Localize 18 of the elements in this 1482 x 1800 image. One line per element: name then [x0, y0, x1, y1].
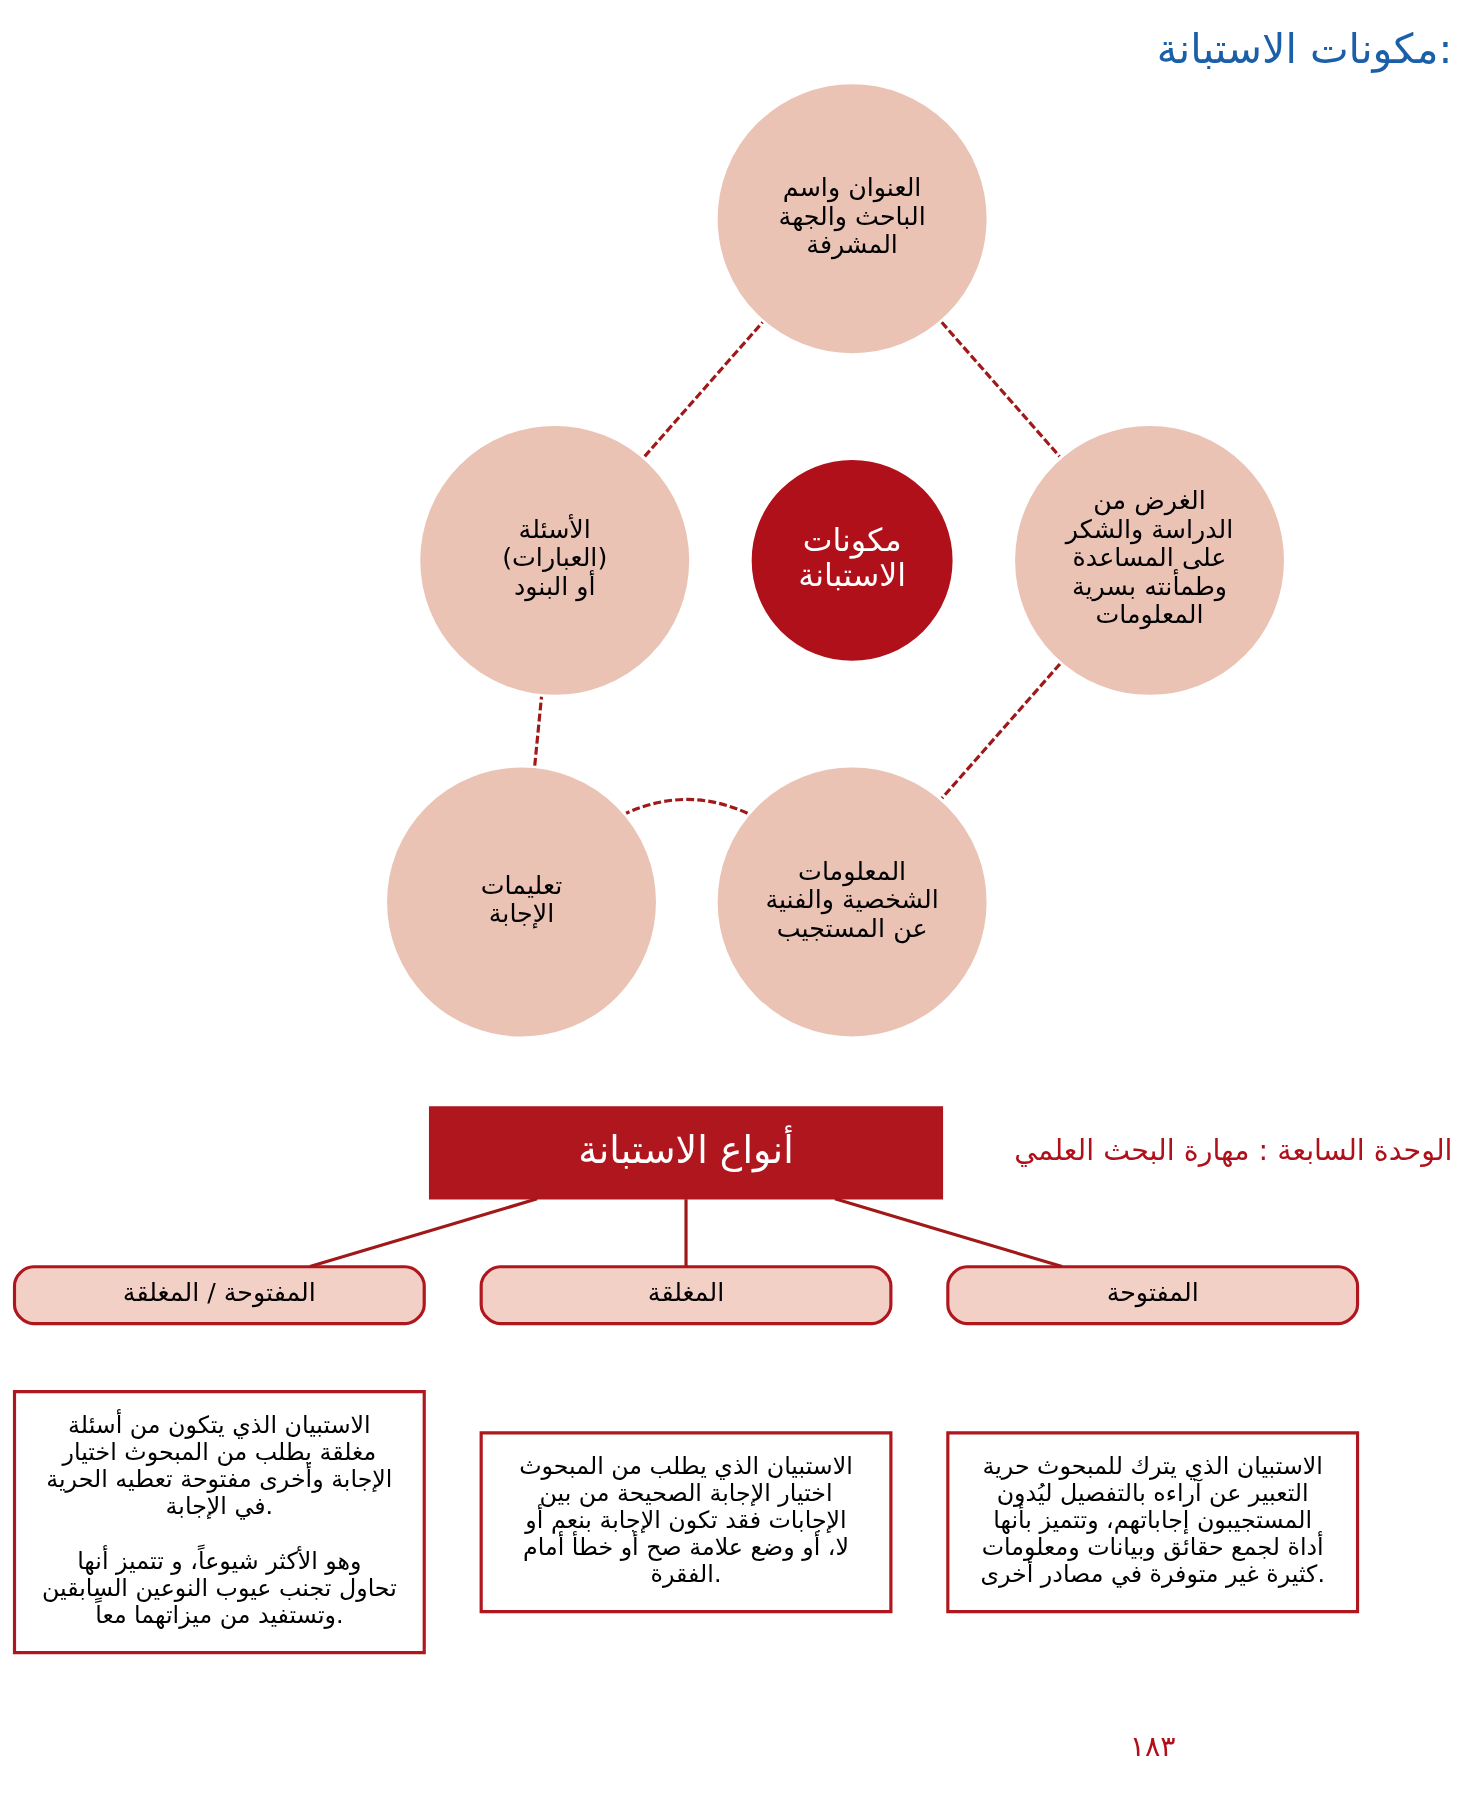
connector — [309, 1196, 538, 1268]
node-box: الاستبيان الذي يتكون من أسئلة مغلقة يطلب من المبحوث اختيار الإجابة وأخرى مفتوحة تعطيه الحرية في الإجابة. وهو الأكثر شيوعاً، و تتميز أنها تحاول تجنب عيوب النوعين السابقين وتستفيد من ميزاتهما معاً. — [12, 1389, 426, 1654]
connector — [940, 662, 1062, 799]
node-box: الاستبيان الذي يطلب من المبحوث اختيار الإجابة الصحيحة من بين الإجابات فقد تكون الإجابة بنعم أو لا، أو وضع علامة صح أو خطأ أمام الفقرة. — [479, 1430, 893, 1613]
connector — [684, 1198, 688, 1266]
diagram-title: مكونات الاستبانة: — [1156, 24, 1453, 73]
node-box: المفتوحة / المغلقة — [12, 1264, 426, 1325]
node-box: أنواع الاستبانة — [428, 1105, 944, 1199]
connector — [940, 320, 1061, 457]
label: الوحدة السابعة : مهارة البحث العلمي — [1014, 1133, 1453, 1167]
node-box: المفتوحة — [946, 1264, 1360, 1325]
label: ١٨٣ — [1129, 1729, 1176, 1763]
node-box: المغلقة — [479, 1264, 893, 1325]
node-box: الاستبيان الذي يترك للمبحوث حرية التعبير عن آراءه بالتفصيل ليُدون المستجيبون إجاباتهم، وتتميز بأنها أداة لجمع حقائق وبيانات ومعلومات كثيرة غير متوفرة في مصادر أخرى. — [946, 1430, 1360, 1613]
connector — [625, 797, 749, 815]
connector — [533, 696, 544, 766]
connector — [834, 1196, 1063, 1268]
connector — [643, 320, 764, 457]
